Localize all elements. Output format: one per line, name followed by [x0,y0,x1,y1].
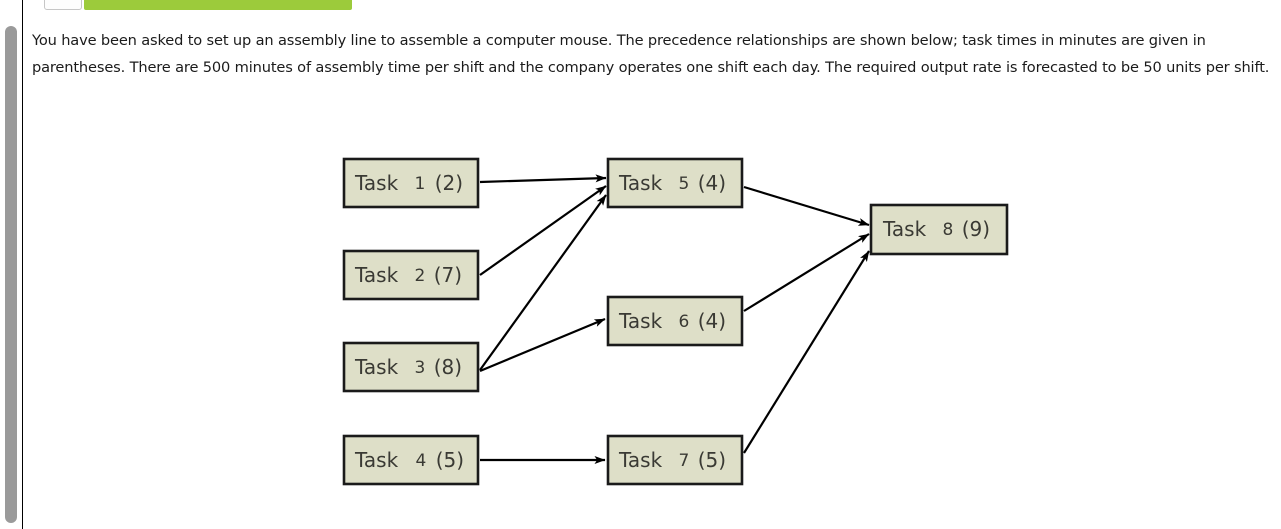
node-task8-name: Task [882,217,927,241]
node-task7[interactable]: Task 7 (5) [606,434,744,486]
edge-task3-task6 [479,317,606,373]
edge-task1-task5 [479,174,607,184]
edge-task7-task8 [743,250,870,454]
node-task4-time: (5) [436,448,464,472]
node-task2-name: Task [354,263,399,287]
node-task1-number: 1 [415,174,426,194]
node-task6-time: (4) [698,309,726,333]
node-task1-name: Task [354,171,399,195]
node-task4-number: 4 [416,451,427,471]
node-task7-name: Task [618,448,663,472]
node-task8[interactable]: Task 8 (9) [869,203,1009,256]
node-task2[interactable]: Task 2 (7) [342,249,480,301]
node-task6-number: 6 [679,312,690,332]
node-task6[interactable]: Task 6 (4) [606,295,744,347]
node-task8-number: 8 [943,220,954,240]
svg-text:Task 7 (5): Task 7 (5) [618,448,726,472]
node-task7-time: (5) [698,448,726,472]
edge-task5-task8 [743,185,870,227]
question-prompt-text: You have been asked to set up an assembl… [32,31,1270,76]
svg-text:Task 1 (2): Task 1 (2) [354,171,463,195]
node-task4[interactable]: Task 4 (5) [342,434,480,486]
edge-task6-task8 [743,233,870,312]
node-task3-time: (8) [434,355,462,379]
node-task2-number: 2 [415,266,426,286]
node-task2-time: (7) [434,263,462,287]
content-area: You have been asked to set up an assembl… [24,0,1281,529]
svg-text:Task 5 (4): Task 5 (4) [618,171,726,195]
svg-text:Task 8 (9): Task 8 (9) [882,217,990,241]
node-task3-name: Task [354,355,399,379]
node-task7-number: 7 [679,451,690,471]
svg-text:Task 3 (8): Task 3 (8) [354,355,462,379]
node-task5-name: Task [618,171,663,195]
node-task6-name: Task [618,309,663,333]
vertical-scrollbar-thumb[interactable] [5,26,17,523]
precedence-diagram: Task 1 (2) Task 2 (7) Task 3 (8) [24,103,1281,529]
precedence-diagram-svg: Task 1 (2) Task 2 (7) Task 3 (8) [342,157,1009,486]
node-task5-time: (4) [698,171,726,195]
node-task4-name: Task [354,448,399,472]
svg-text:Task 6 (4): Task 6 (4) [618,309,726,333]
node-task5-number: 5 [679,174,690,194]
top-toolbar-strip [24,0,1281,11]
node-task1[interactable]: Task 1 (2) [342,157,480,209]
node-task8-time: (9) [962,217,990,241]
toolbar-button[interactable] [44,0,82,10]
edge-task3-task5 [479,194,607,371]
edge-task2-task5 [479,185,607,276]
svg-text:Task 2 (7): Task 2 (7) [354,263,462,287]
scroll-gutter [0,0,23,529]
node-task1-time: (2) [435,171,463,195]
svg-text:Task 4 (5): Task 4 (5) [354,448,464,472]
node-task3[interactable]: Task 3 (8) [342,341,480,393]
progress-bar [84,0,352,10]
node-task5[interactable]: Task 5 (4) [606,157,744,209]
edge-group [479,174,870,464]
node-task3-number: 3 [415,358,426,378]
